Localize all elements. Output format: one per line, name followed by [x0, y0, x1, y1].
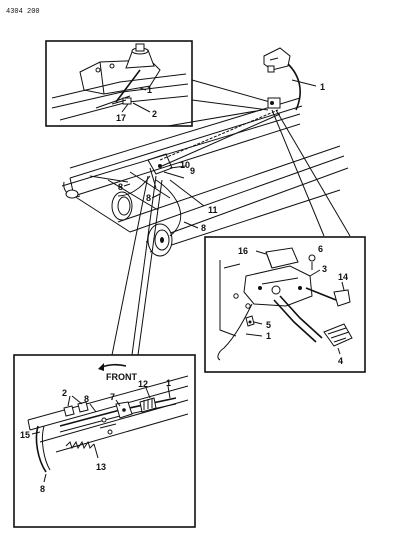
callout-br-4: 4 [338, 356, 343, 366]
cable-clip-detail: 1 [263, 47, 325, 111]
callout-bl-12: 12 [138, 379, 148, 389]
callout-main-8c: 8 [201, 223, 206, 233]
callout-main-8a: 8 [118, 182, 123, 192]
front-arrow: FRONT [98, 363, 137, 382]
callout-bl-2: 2 [62, 388, 67, 398]
inset-equalizer: 1 17 2 [45, 40, 193, 127]
callout-tl-2: 2 [152, 109, 157, 119]
drawing-code: 4304 200 [6, 8, 40, 16]
inset-pedal-assembly: 16 6 3 14 4 5 1 [204, 236, 366, 373]
callout-top-right-1: 1 [320, 82, 325, 92]
callout-bl-7: 7 [110, 392, 115, 402]
callout-tl-1: 1 [147, 85, 152, 95]
callout-main-8b: 8 [146, 193, 151, 203]
main-chassis: 10 9 11 8 8 8 [61, 97, 349, 257]
callout-bl-8b: 8 [40, 484, 45, 494]
inset-rear-cable: FRONT 1 12 7 2 8 13 [13, 354, 196, 528]
callout-bl-1: 1 [166, 378, 171, 388]
callout-br-14: 14 [338, 272, 348, 282]
inset-rear-cable-frame [13, 354, 196, 528]
callout-main-9: 9 [190, 166, 195, 176]
callout-br-16: 16 [238, 246, 248, 256]
callout-main-10: 10 [180, 160, 190, 170]
inset-equalizer-frame [45, 40, 193, 127]
callout-bl-8a: 8 [84, 394, 89, 404]
callout-tl-17: 17 [116, 113, 126, 123]
callout-bl-15: 15 [20, 430, 30, 440]
callout-br-6: 6 [318, 244, 323, 254]
callout-br-5: 5 [266, 320, 271, 330]
callout-br-3: 3 [322, 264, 327, 274]
callout-br-1: 1 [266, 331, 271, 341]
callout-main-11: 11 [208, 205, 218, 215]
front-label: FRONT [106, 372, 137, 382]
callout-bl-13: 13 [96, 462, 106, 472]
inset-pedal-frame [204, 236, 366, 373]
